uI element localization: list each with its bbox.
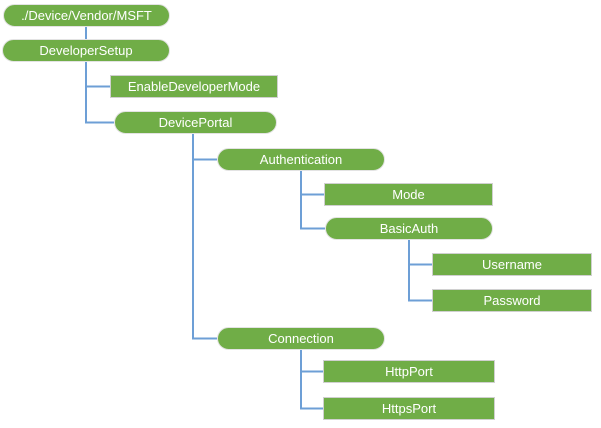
connector-connection-httpsport xyxy=(300,350,323,410)
tree-node-authentication: Authentication xyxy=(217,148,385,171)
connector-deviceportal-connection xyxy=(192,134,217,340)
tree-node-password: Password xyxy=(432,289,592,312)
connector-authentication-basicauth xyxy=(300,171,325,230)
tree-node-username: Username xyxy=(432,253,592,276)
tree-node-developer-setup: DeveloperSetup xyxy=(2,39,170,62)
tree-node-https-port: HttpsPort xyxy=(323,397,495,420)
connector-deviceportal-authentication xyxy=(192,134,217,161)
tree-node-mode: Mode xyxy=(324,183,493,206)
tree-node-root: ./Device/Vendor/MSFT xyxy=(3,4,170,27)
tree-node-connection: Connection xyxy=(217,327,385,350)
tree-node-enable-developer-mode: EnableDeveloperMode xyxy=(110,75,278,98)
connector-basicauth-password xyxy=(408,240,432,302)
connector-developersetup-enabledevelopermode xyxy=(85,62,110,88)
connector-authentication-mode xyxy=(300,171,324,196)
connector-basicauth-username xyxy=(408,240,432,266)
tree-node-device-portal: DevicePortal xyxy=(114,111,277,134)
tree-node-basic-auth: BasicAuth xyxy=(325,217,493,240)
connector-connection-httpport xyxy=(300,350,323,373)
tree-node-http-port: HttpPort xyxy=(323,360,495,383)
